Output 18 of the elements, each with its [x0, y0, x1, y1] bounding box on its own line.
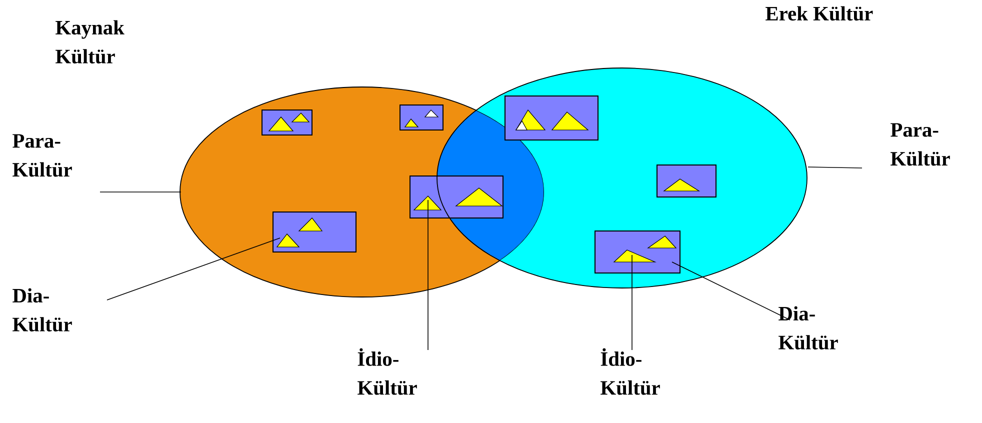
label-text: İdio- Kültür: [600, 348, 660, 395]
picture-drawing: [656, 164, 716, 198]
heading-text: Erek Kültür: [766, 6, 873, 21]
picture-drawing: [504, 96, 598, 140]
heading-text: Kaynak Kültür: [56, 20, 124, 64]
leader-line: [672, 262, 790, 320]
label-text: Para- Kültür: [12, 134, 72, 177]
label-text: İdio- Kültür: [358, 348, 417, 395]
picture-drawing: [262, 110, 312, 136]
label-text: Dia- Kültür: [778, 306, 838, 350]
leader-line: [808, 166, 862, 168]
picture-drawing: [400, 104, 444, 130]
picture-drawing: [410, 176, 504, 218]
picture-drawing: [272, 212, 356, 252]
label-text: Para- Kültür: [890, 123, 950, 166]
picture-drawing: [594, 230, 680, 274]
label-text: Dia- Kültür: [12, 288, 72, 332]
leader-line: [106, 238, 280, 300]
